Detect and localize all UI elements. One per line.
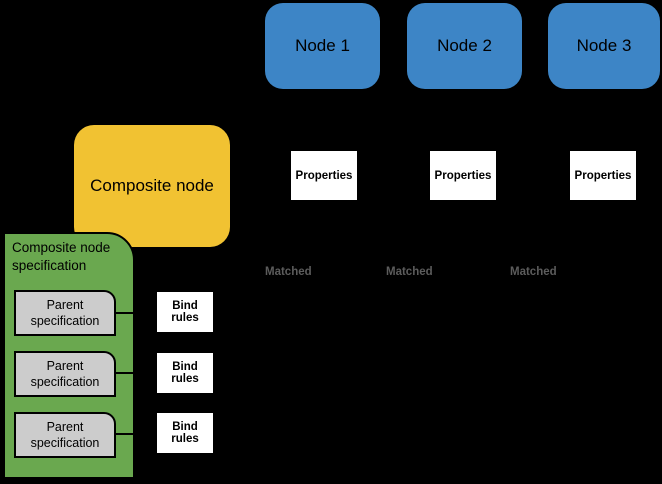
properties-box-3: Properties <box>569 150 637 201</box>
node-2-shape: Node 2 <box>407 3 522 89</box>
parent-specification-label-1: Parent specification <box>30 297 100 328</box>
node-1-shape: Node 1 <box>265 3 380 89</box>
parent-specification-label-3: Parent specification <box>30 419 100 450</box>
matched-label-1: Matched <box>265 266 312 278</box>
parent-specification-box-3: Parent specification <box>14 412 116 458</box>
parent-specification-label-2: Parent specification <box>30 358 100 389</box>
parent-specification-box-2: Parent specification <box>14 351 116 397</box>
bind-rules-label-3: Bind rules <box>171 421 199 445</box>
connector-line-2 <box>113 372 158 374</box>
properties-label-2: Properties <box>434 169 492 182</box>
parent-specification-box-1: Parent specification <box>14 290 116 336</box>
matched-label-3: Matched <box>510 266 557 278</box>
composite-node-shape: Composite node <box>74 125 230 247</box>
properties-label-1: Properties <box>295 169 353 182</box>
node-3-label: Node 3 <box>576 36 632 55</box>
connector-line-3 <box>113 433 158 435</box>
connector-line-1 <box>113 312 158 314</box>
bind-rules-box-1: Bind rules <box>156 291 214 333</box>
node-1-label: Node 1 <box>295 36 350 55</box>
properties-box-1: Properties <box>290 150 358 201</box>
properties-box-2: Properties <box>429 150 497 201</box>
node-2-label: Node 2 <box>437 36 492 55</box>
bind-rules-box-2: Bind rules <box>156 352 214 394</box>
composite-node-label: Composite node <box>90 176 214 195</box>
bind-rules-label-2: Bind rules <box>171 361 199 385</box>
bind-rules-label-1: Bind rules <box>171 300 199 324</box>
bind-rules-box-3: Bind rules <box>156 412 214 454</box>
node-3-shape: Node 3 <box>548 3 660 89</box>
composite-node-specification-title: Composite node specification <box>12 240 111 274</box>
properties-label-3: Properties <box>574 169 632 182</box>
matched-label-2: Matched <box>386 266 433 278</box>
